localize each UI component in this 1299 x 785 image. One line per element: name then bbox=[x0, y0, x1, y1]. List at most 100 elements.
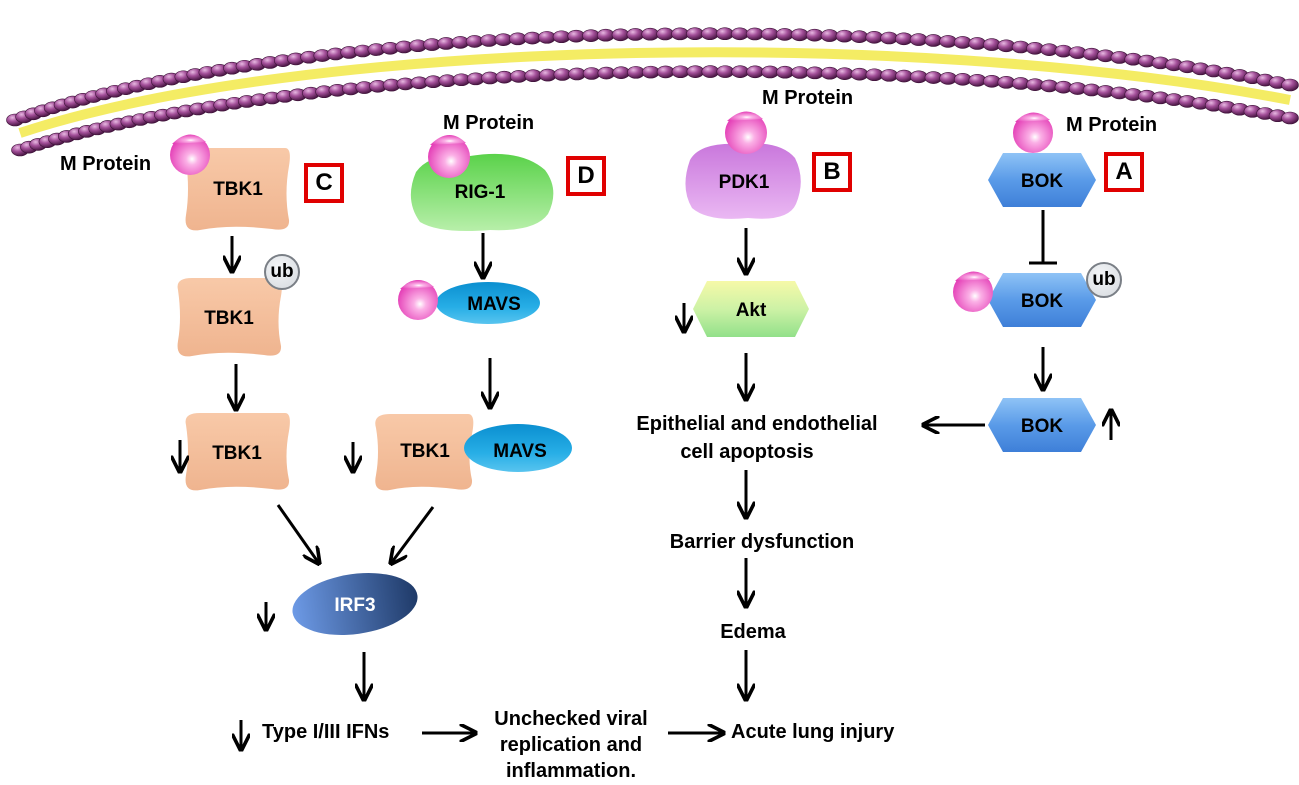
bok-ubiquitinated-shape bbox=[988, 273, 1096, 327]
lipid-head bbox=[880, 31, 898, 45]
edema-text: Edema bbox=[720, 621, 786, 643]
bok-shape bbox=[988, 153, 1096, 207]
mavs-shape bbox=[436, 282, 540, 324]
mprotein-label: M Protein bbox=[443, 112, 535, 134]
lipid-head bbox=[597, 66, 616, 80]
lipid-head bbox=[791, 66, 809, 79]
lipid-head bbox=[880, 69, 899, 82]
unchecked-text-line3: inflammation. bbox=[505, 760, 637, 782]
lipid-head bbox=[865, 31, 884, 44]
lipid-head bbox=[731, 65, 749, 78]
label-box-c: C bbox=[304, 163, 344, 203]
mavs-complex-shape bbox=[464, 424, 572, 472]
lipid-head bbox=[1281, 111, 1299, 125]
lipid-head bbox=[895, 32, 913, 46]
lipid-head bbox=[805, 28, 824, 42]
lipid-head bbox=[731, 27, 749, 41]
unchecked-text-line1: Unchecked viral bbox=[494, 708, 648, 730]
cell-membrane bbox=[6, 27, 1299, 157]
lipid-head bbox=[671, 65, 690, 79]
bok-label: BOK bbox=[1020, 416, 1064, 437]
mprotein-icon bbox=[170, 134, 210, 175]
lipid-head bbox=[850, 30, 869, 43]
unchecked-text-line2: replication and bbox=[499, 734, 643, 756]
lipid-head bbox=[746, 65, 764, 79]
lipid-head bbox=[850, 67, 869, 81]
lipid-head bbox=[686, 65, 705, 78]
tbk1-reduced-shape bbox=[185, 413, 290, 491]
mavs-label: MAVS bbox=[467, 294, 521, 315]
lipid-head bbox=[776, 65, 794, 79]
lipid-head bbox=[656, 27, 674, 41]
lipid-head bbox=[567, 29, 586, 43]
tbk1-ubiquitinated-shape bbox=[177, 278, 282, 357]
label-box-d: D bbox=[566, 156, 606, 196]
lipid-head bbox=[612, 66, 630, 79]
lipid-head bbox=[686, 27, 704, 41]
lipid-head bbox=[790, 28, 809, 42]
lipid-head bbox=[820, 66, 839, 80]
lipid-head bbox=[611, 28, 630, 42]
mprotein-icon bbox=[725, 111, 767, 154]
mavs-label: MAVS bbox=[493, 441, 547, 462]
ubiquitin-badge: ub bbox=[264, 254, 300, 290]
tbk1-label: TBK1 bbox=[400, 441, 450, 462]
lipid-head bbox=[641, 27, 660, 41]
mprotein-label: M Protein bbox=[1066, 114, 1158, 136]
tbk1-label: TBK1 bbox=[212, 443, 262, 464]
lipid-head bbox=[835, 67, 854, 80]
tbk1-shape bbox=[185, 148, 290, 231]
arrow bbox=[392, 506, 435, 562]
lipid-head bbox=[1281, 78, 1299, 92]
lipid-head bbox=[775, 28, 794, 41]
lipid-head bbox=[641, 65, 660, 79]
ubiquitin-badge: ub bbox=[1086, 262, 1122, 298]
lipid-head bbox=[761, 65, 779, 79]
irf3-label: IRF3 bbox=[334, 595, 376, 616]
lipid-head bbox=[582, 29, 600, 42]
bok-label: BOK bbox=[1020, 171, 1064, 192]
acute-lung-injury-text: Acute lung injury bbox=[731, 721, 895, 743]
mprotein-icon bbox=[1013, 112, 1053, 153]
lipid-head bbox=[820, 29, 839, 42]
mprotein-icon bbox=[953, 271, 993, 312]
tbk1-label: TBK1 bbox=[204, 308, 254, 329]
lipid-head bbox=[626, 28, 645, 41]
type-ifns-text: Type I/III IFNs bbox=[262, 721, 390, 743]
lipid-head bbox=[671, 27, 689, 41]
apoptosis-text-line2: cell apoptosis bbox=[680, 441, 814, 463]
lipid-head bbox=[701, 65, 720, 78]
apoptosis-text-line1: Epithelial and endothelial bbox=[636, 413, 878, 435]
irf3-shape bbox=[292, 573, 418, 635]
membrane-tail-band bbox=[18, 47, 1291, 138]
akt-label: Akt bbox=[735, 300, 767, 321]
lipid-head bbox=[865, 68, 884, 82]
lipid-head bbox=[924, 34, 943, 47]
lipid-head bbox=[895, 69, 913, 83]
lipid-head bbox=[716, 27, 734, 41]
lipid-head bbox=[716, 65, 735, 78]
lipid-head bbox=[656, 65, 675, 79]
lipid-head bbox=[835, 29, 854, 43]
lipid-head bbox=[760, 27, 779, 41]
lipid-head bbox=[627, 66, 645, 79]
label-box-b: B bbox=[812, 152, 852, 192]
pdk1-label: PDK1 bbox=[718, 172, 770, 193]
mprotein-icon bbox=[398, 279, 438, 320]
tbk1-complex-shape bbox=[375, 414, 474, 491]
mprotein-label: M Protein bbox=[762, 87, 854, 109]
lipid-head bbox=[909, 70, 928, 84]
mprotein-label: M Protein bbox=[60, 153, 152, 175]
bok-label: BOK bbox=[1020, 291, 1064, 312]
barrier-dysfunction-text: Barrier dysfunction bbox=[669, 531, 855, 553]
lipid-head bbox=[701, 27, 719, 41]
lipid-head bbox=[596, 28, 615, 42]
lipid-head bbox=[909, 33, 928, 46]
akt-shape bbox=[693, 281, 809, 337]
bok-elevated-shape bbox=[988, 398, 1096, 452]
tbk1-label: TBK1 bbox=[213, 179, 263, 200]
arrow bbox=[276, 504, 318, 562]
mprotein-icon bbox=[428, 134, 470, 178]
